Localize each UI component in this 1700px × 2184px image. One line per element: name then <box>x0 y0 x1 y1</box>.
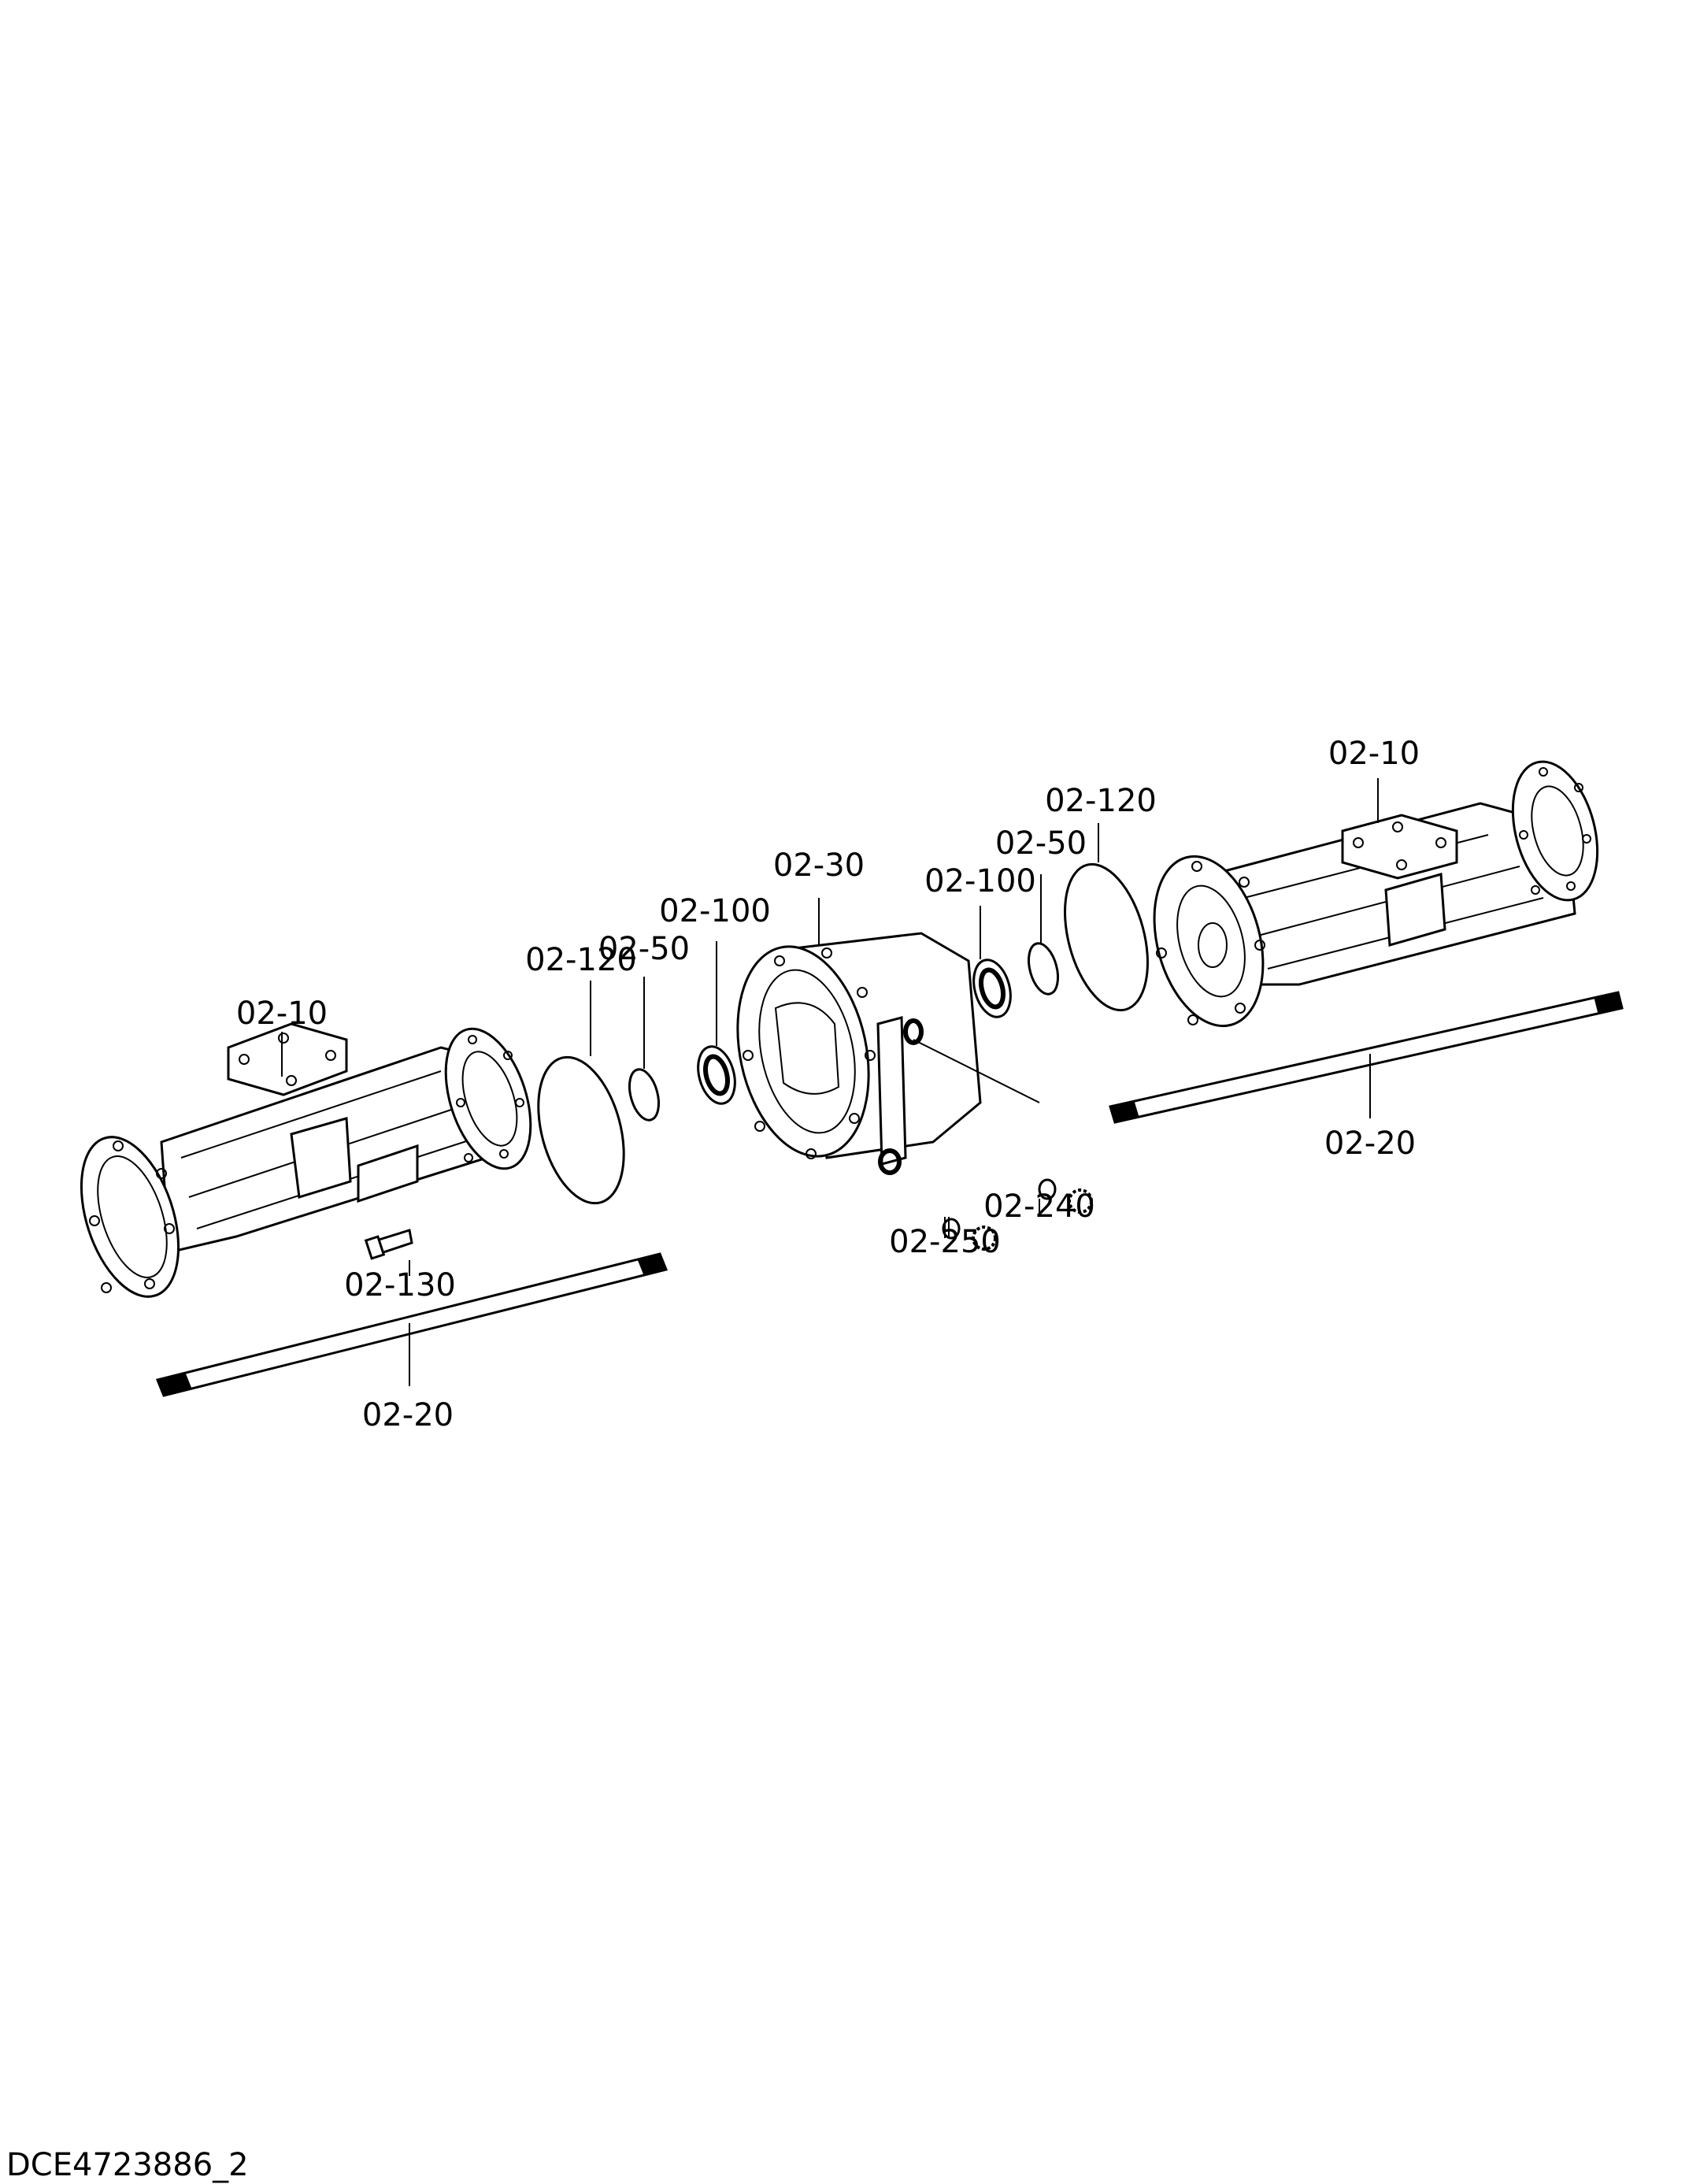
center-carrier-part <box>736 932 982 1175</box>
callout-right-shaft: 02-20 <box>1324 1125 1416 1162</box>
bolt-part <box>364 1229 413 1260</box>
leader-lines <box>281 778 1379 1386</box>
callout-left-ring: 02-50 <box>598 931 690 967</box>
document-id: DCE4723886_2 <box>6 2147 249 2183</box>
callout-left-bolt: 02-130 <box>344 1267 456 1303</box>
right-axle-housing <box>1153 760 1599 1028</box>
callout-right-housing: 02-10 <box>1328 736 1420 772</box>
left-axle-shaft <box>155 1252 669 1397</box>
left-axle-housing <box>80 1022 532 1298</box>
left-ring-part <box>628 1068 661 1122</box>
plug-b-part <box>1038 1178 1057 1200</box>
callout-right-ring: 02-50 <box>995 825 1087 862</box>
callout-plug-a: 02-250 <box>889 1224 1001 1260</box>
callout-left-shaft: 02-20 <box>362 1397 454 1433</box>
callout-plug-b: 02-240 <box>983 1188 1095 1225</box>
plug-b-washer <box>1068 1188 1093 1214</box>
callout-left-housing: 02-10 <box>236 996 328 1032</box>
right-oring-part <box>1064 862 1149 1012</box>
right-axle-shaft <box>1109 991 1624 1124</box>
callout-right-oring: 02-120 <box>1045 783 1157 819</box>
callout-left-seal: 02-100 <box>659 893 771 929</box>
right-ring-part <box>1027 942 1060 996</box>
left-oring-part <box>537 1055 625 1205</box>
callout-left-oring: 02-120 <box>525 942 637 978</box>
plug-a-washer <box>972 1225 997 1251</box>
callout-center-carrier: 02-30 <box>773 847 865 884</box>
right-seal-part <box>972 959 1012 1018</box>
left-seal-part <box>697 1045 736 1105</box>
plug-a-part <box>942 1218 961 1240</box>
callout-right-seal: 02-100 <box>924 863 1036 899</box>
